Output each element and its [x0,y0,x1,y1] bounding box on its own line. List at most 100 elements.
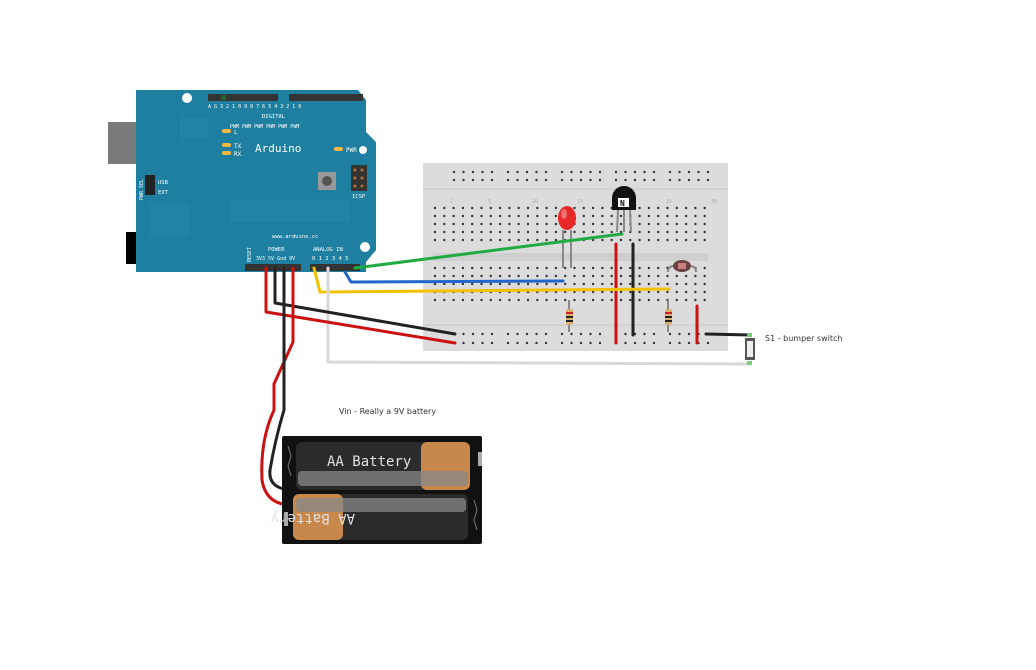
power-select-jumper[interactable] [145,175,155,195]
terminal-hole [657,298,660,302]
rail-hole [624,178,627,182]
terminal-hole [498,282,502,286]
terminal-hole [619,298,623,302]
terminal-hole [471,214,474,218]
rail-hole [697,178,700,182]
rail-hole [598,341,602,345]
battery-lead-black [268,382,292,492]
terminal-hole [489,222,492,226]
terminal-hole [619,290,623,294]
terminal-hole [452,298,455,302]
terminal-hole [582,298,585,302]
rail-hole [706,178,710,182]
terminal-hole [471,266,474,270]
rail-hole [678,170,681,174]
terminal-hole [684,290,688,294]
rail-hole [490,178,494,182]
terminal-hole [694,222,697,226]
terminal-hole [443,222,446,226]
rail-hole [598,178,602,182]
switch-label: S1 - bumper switch [765,334,843,343]
terminal-hole [582,230,585,234]
terminal-hole [564,298,567,302]
col-label-5: 5 [488,199,491,205]
rail-hole [624,170,627,174]
terminal-hole [675,238,678,242]
terminal-hole [498,238,502,242]
terminal-hole [554,274,558,278]
terminal-hole [452,282,455,286]
rail-hole [687,332,691,336]
digital-label: DIGITAL [262,114,286,120]
rail-hole [462,332,465,336]
rail-hole [579,341,583,345]
terminal-hole [471,206,474,210]
terminal-hole [498,230,502,234]
terminal-hole [619,214,623,218]
rail-hole [598,170,602,174]
terminal-hole [536,222,539,226]
terminal-hole [564,274,567,278]
terminal-hole [498,214,502,218]
terminal-hole [610,298,613,302]
terminal-hole [443,266,446,270]
terminal-hole [619,266,623,270]
terminal-hole [647,298,651,302]
terminal-hole [526,298,530,302]
terminal-hole [638,274,641,278]
terminal-hole [498,206,502,210]
terminal-hole [647,206,651,210]
terminal-hole [647,230,651,234]
terminal-hole [471,230,474,234]
rail-hole [471,332,475,336]
terminal-hole [647,274,651,278]
terminal-hole [489,282,492,286]
terminal-hole [694,230,697,234]
terminal-hole [433,298,437,302]
red-led [558,206,576,268]
terminal-hole [684,282,688,286]
terminal-hole [694,274,697,278]
terminal-hole [517,206,520,210]
terminal-hole [675,214,678,218]
terminal-hole [591,222,595,226]
terminal-hole [545,274,548,278]
terminal-hole [545,266,548,270]
terminal-hole [601,298,604,302]
transistor-label: N [620,199,625,208]
terminal-hole [443,274,446,278]
terminal-hole [471,238,474,242]
terminal-hole [554,238,558,242]
terminal-hole [601,214,604,218]
rail-hole [506,170,510,174]
terminal-hole [675,206,678,210]
power-header [245,264,301,271]
terminal-hole [684,230,688,234]
terminal-hole [508,282,511,286]
rail-hole [516,178,519,182]
terminal-hole [443,206,446,210]
rail-hole [506,332,510,336]
terminal-hole [703,206,706,210]
terminal-hole [517,266,520,270]
terminal-hole [694,238,697,242]
terminal-hole [536,238,539,242]
terminal-hole [461,274,465,278]
terminal-hole [619,274,623,278]
terminal-hole [517,230,520,234]
rail-hole [579,170,583,174]
terminal-hole [619,282,623,286]
terminal-hole [573,274,576,278]
bumper-switch[interactable] [745,333,755,365]
terminal-hole [545,214,548,218]
rail-hole [560,341,564,345]
terminal-hole [526,222,530,226]
terminal-hole [573,282,576,286]
terminal-hole [536,298,539,302]
terminal-hole [461,222,465,226]
rail-hole [535,178,538,182]
terminal-hole [694,282,697,286]
rail-hole [579,332,583,336]
terminal-hole [480,206,483,210]
terminal-hole [498,298,502,302]
